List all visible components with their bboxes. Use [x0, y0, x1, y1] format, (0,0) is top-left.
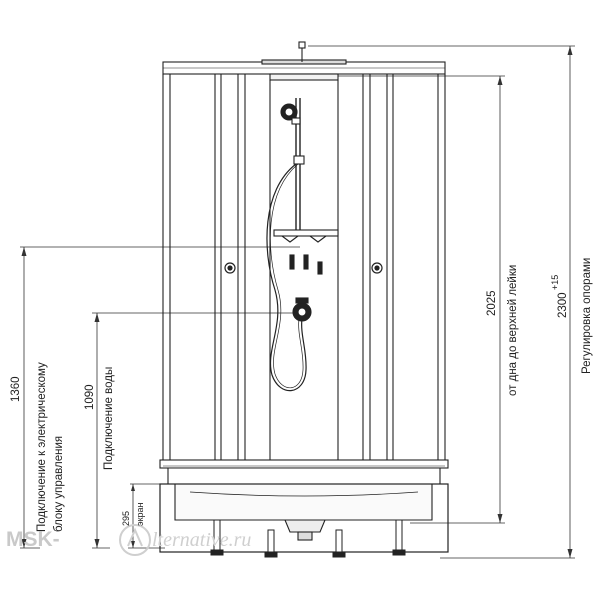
watermark: MSK- lternative.ru: [6, 524, 251, 556]
dim-2025-value: 2025: [486, 290, 498, 316]
dim-1090-label: Подключение воды: [103, 367, 115, 470]
door-handle-left-icon: [224, 262, 236, 274]
dimension-295: [128, 483, 165, 549]
dim-1360-value: 1360: [10, 376, 22, 402]
dim-1360-label-line1: Подключение к электрическому: [36, 362, 48, 532]
door-handle-right-icon: [371, 262, 383, 274]
tray-feet: [210, 519, 406, 558]
shower-tray: [159, 459, 449, 553]
dim-1360-label-line2: блоку управления: [53, 436, 65, 532]
dim-2025-label: от дна до верхней лейки: [507, 265, 519, 396]
watermark-logo-icon: [119, 524, 151, 556]
cabin-frame: [162, 74, 446, 466]
shower-column: [266, 98, 339, 392]
dimension-1090: [92, 312, 300, 549]
dim-2300-value: 2300: [557, 292, 569, 318]
dimension-2025: [308, 75, 505, 524]
dim-295-value: 295: [121, 511, 131, 526]
cabin-roof: [162, 41, 446, 81]
dim-2300-tolerance: +15: [550, 275, 560, 290]
watermark-brand-tail: lternative.ru: [152, 529, 251, 551]
watermark-brand: MSK-: [6, 528, 60, 551]
dim-295-label: экран: [135, 502, 145, 526]
dim-2300-label: Регулировка опорами: [581, 258, 593, 374]
dimension-2300: [308, 45, 575, 559]
dimension-1360: [20, 246, 300, 549]
dim-1090-value: 1090: [84, 384, 96, 410]
